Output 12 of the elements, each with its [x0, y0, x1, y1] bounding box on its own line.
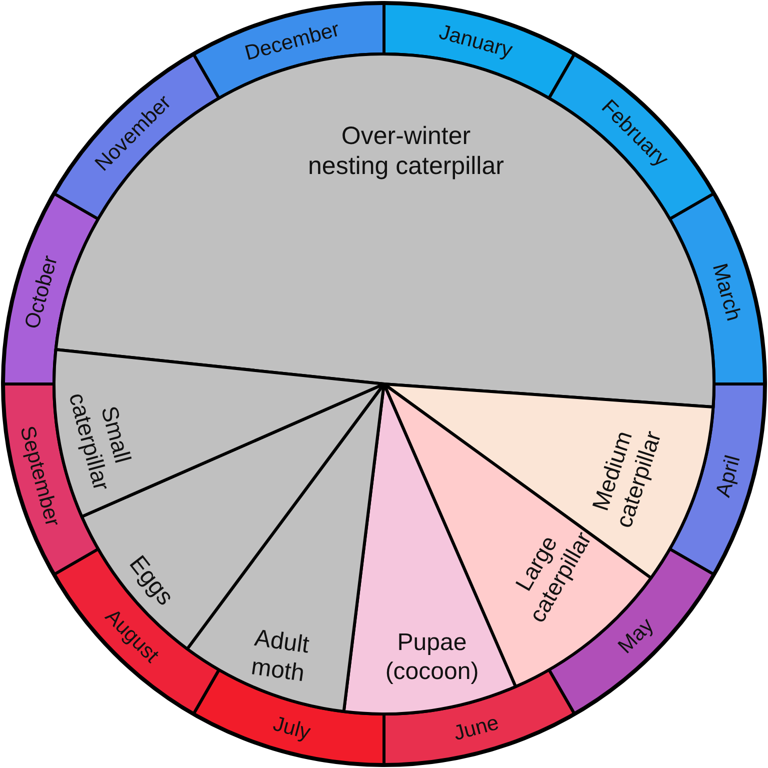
month-label: April [712, 452, 745, 500]
stage-label: Pupae (cocoon) [385, 629, 479, 685]
month-label: June [451, 711, 502, 746]
month-label: July [270, 712, 313, 744]
stage-label: Adult moth [250, 624, 311, 688]
month-label: December [242, 18, 342, 66]
month-label: March [708, 261, 746, 324]
stage-label: Over-winter nesting caterpillar [308, 122, 504, 180]
stage-label: Small caterpillar [64, 390, 136, 494]
month-label: January [436, 20, 515, 62]
month-label: May [614, 614, 658, 658]
month-label: October [20, 253, 62, 332]
